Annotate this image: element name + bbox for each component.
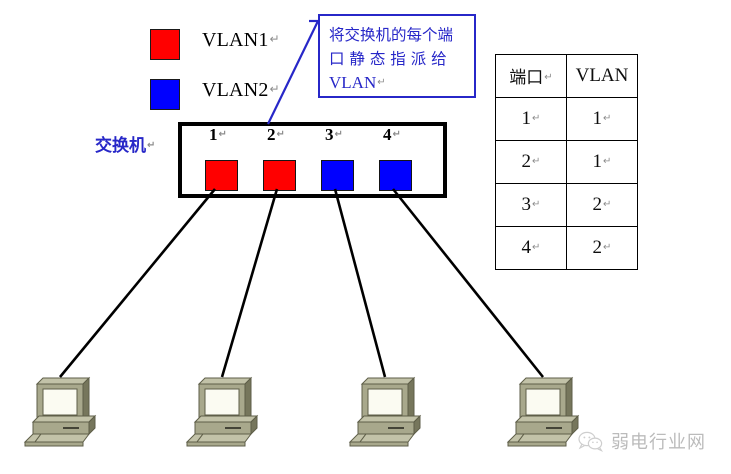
legend-label-vlan1: VLAN1↵ <box>202 30 280 50</box>
table-cell-vlan: 1↵ <box>566 140 638 184</box>
computer-icon[interactable] <box>185 376 259 447</box>
paragraph-mark-icon: ↵ <box>603 113 612 124</box>
paragraph-mark-icon: ↵ <box>532 199 541 210</box>
table-header-vlan: VLAN <box>566 54 638 98</box>
callout-line-2: 口 静 态 指 派 给 <box>329 50 447 68</box>
table-header-vlan-text: VLAN <box>575 65 629 86</box>
switch-caption-text: 交换机 <box>95 136 146 156</box>
computer-icon[interactable] <box>348 376 422 447</box>
cable-port-3 <box>333 188 387 378</box>
port-square-4[interactable] <box>379 160 412 191</box>
cable-port-1 <box>58 188 217 378</box>
watermark-text: 弱电行业网 <box>611 432 706 453</box>
cable-port-2 <box>220 188 279 378</box>
table-header-port: 端口↵ <box>495 54 567 98</box>
table-cell-port: 3↵ <box>495 183 567 227</box>
table-cell-port-text: 1 <box>521 108 532 129</box>
table-cell-port-text: 3 <box>521 194 532 215</box>
table-cell-port: 2↵ <box>495 140 567 184</box>
table-cell-vlan-text: 1 <box>592 151 603 172</box>
table-row: 3↵ 2↵ <box>495 183 638 227</box>
vlan-assignment-table: 端口↵ VLAN 1↵ 1↵ 2↵ 1↵ 3↵ 2↵ 4↵ 2↵ <box>495 54 638 270</box>
table-row: 2↵ 1↵ <box>495 140 638 184</box>
legend-swatch-vlan1 <box>150 29 180 60</box>
paragraph-mark-icon: ↵ <box>603 156 612 167</box>
callout-text: 将交换机的每个端 口 静 态 指 派 给 VLAN↵ <box>329 23 466 95</box>
callout-line-1: 将交换机的每个端 <box>329 26 454 44</box>
wechat-icon <box>578 431 604 452</box>
table-cell-vlan-text: 2 <box>592 194 603 215</box>
paragraph-mark-icon: ↵ <box>269 82 280 96</box>
legend-swatch-vlan2 <box>150 79 180 110</box>
computer-icon[interactable] <box>23 376 97 447</box>
table-cell-vlan-text: 1 <box>592 108 603 129</box>
switch-caption: 交换机↵ <box>95 138 155 155</box>
legend-label-vlan2: VLAN2↵ <box>202 80 280 100</box>
table-cell-vlan: 1↵ <box>566 97 638 141</box>
port-label-1-text: 1 <box>209 125 218 144</box>
table-cell-vlan-text: 2 <box>592 237 603 258</box>
paragraph-mark-icon: ↵ <box>532 242 541 253</box>
port-label-2-text: 2 <box>267 125 276 144</box>
legend-label-vlan1-text: VLAN1 <box>202 29 269 51</box>
paragraph-mark-icon: ↵ <box>532 113 541 124</box>
port-label-4: 4↵ <box>383 126 401 143</box>
computer-icon[interactable] <box>506 376 580 447</box>
paragraph-mark-icon: ↵ <box>276 129 285 140</box>
callout-line-3-text: VLAN <box>329 73 377 92</box>
port-label-4-text: 4 <box>383 125 392 144</box>
table-header-row: 端口↵ VLAN <box>495 54 638 98</box>
port-label-3: 3↵ <box>325 126 343 143</box>
paragraph-mark-icon: ↵ <box>603 199 612 210</box>
paragraph-mark-icon: ↵ <box>392 129 401 140</box>
port-label-2: 2↵ <box>267 126 285 143</box>
port-square-1[interactable] <box>205 160 238 191</box>
table-cell-port-text: 2 <box>521 151 532 172</box>
port-square-2[interactable] <box>263 160 296 191</box>
callout-box: 将交换机的每个端 口 静 态 指 派 给 VLAN↵ <box>318 14 476 98</box>
table-cell-port-text: 4 <box>521 237 532 258</box>
port-square-3[interactable] <box>321 160 354 191</box>
callout-line-3: VLAN↵ <box>329 71 466 95</box>
table-cell-vlan: 2↵ <box>566 226 638 270</box>
watermark: 弱电行业网 <box>578 428 706 454</box>
table-row: 1↵ 1↵ <box>495 97 638 141</box>
legend-label-vlan2-text: VLAN2 <box>202 79 269 101</box>
table-cell-port: 1↵ <box>495 97 567 141</box>
table-row: 4↵ 2↵ <box>495 226 638 270</box>
paragraph-mark-icon: ↵ <box>377 77 386 88</box>
table-cell-vlan: 2↵ <box>566 183 638 227</box>
paragraph-mark-icon: ↵ <box>334 129 343 140</box>
port-label-1: 1↵ <box>209 126 227 143</box>
paragraph-mark-icon: ↵ <box>147 140 156 151</box>
port-label-3-text: 3 <box>325 125 334 144</box>
paragraph-mark-icon: ↵ <box>269 32 280 46</box>
paragraph-mark-icon: ↵ <box>603 242 612 253</box>
paragraph-mark-icon: ↵ <box>544 72 553 83</box>
table-header-port-text: 端口 <box>509 68 544 88</box>
paragraph-mark-icon: ↵ <box>218 129 227 140</box>
table-cell-port: 4↵ <box>495 226 567 270</box>
paragraph-mark-icon: ↵ <box>532 156 541 167</box>
